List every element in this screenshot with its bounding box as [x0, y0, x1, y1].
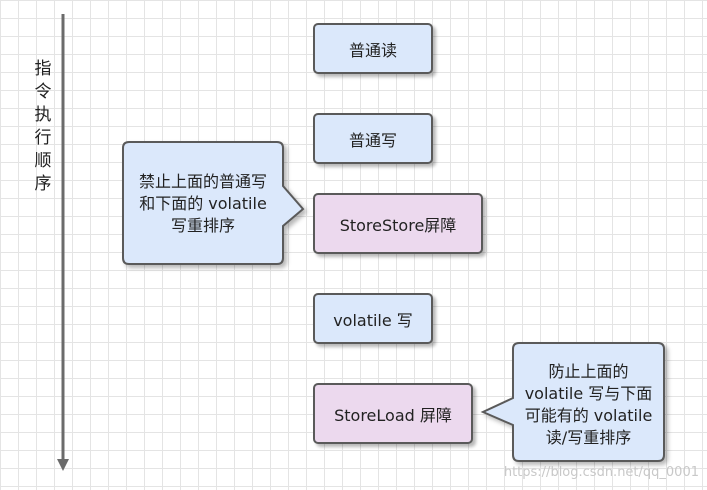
storestore-barrier-node: StoreStore屏障	[313, 193, 483, 254]
left-callout-line: 和下面的 volatile	[139, 194, 267, 213]
storeload-barrier-node: StoreLoad 屏障	[313, 383, 473, 444]
left-callout-line: 写重排序	[170, 216, 235, 235]
execution-order-arrow-head	[57, 459, 69, 471]
right-callout-line: volatile 写与下面	[524, 384, 653, 403]
left-callout-text: 禁止上面的普通写 和下面的 volatile 写重排序	[123, 171, 283, 237]
right-callout-text: 防止上面的 volatile 写与下面 可能有的 volatile 读/写重排序	[513, 361, 664, 449]
left-callout-bubble	[122, 141, 305, 265]
right-callout-line: 读/写重排序	[545, 428, 632, 447]
normal-write-node: 普通写	[313, 113, 433, 164]
execution-order-label: 指令执行顺序	[34, 59, 52, 194]
right-callout-line: 可能有的 volatile	[524, 406, 653, 425]
right-callout-line: 防止上面的	[548, 362, 629, 381]
right-callout-bubble	[480, 342, 665, 462]
normal-read-node: 普通读	[313, 23, 433, 74]
volatile-write-node: volatile 写	[313, 293, 433, 344]
left-callout-line: 禁止上面的普通写	[138, 172, 267, 191]
watermark: https://blog.csdn.net/qq_0001	[503, 465, 699, 480]
